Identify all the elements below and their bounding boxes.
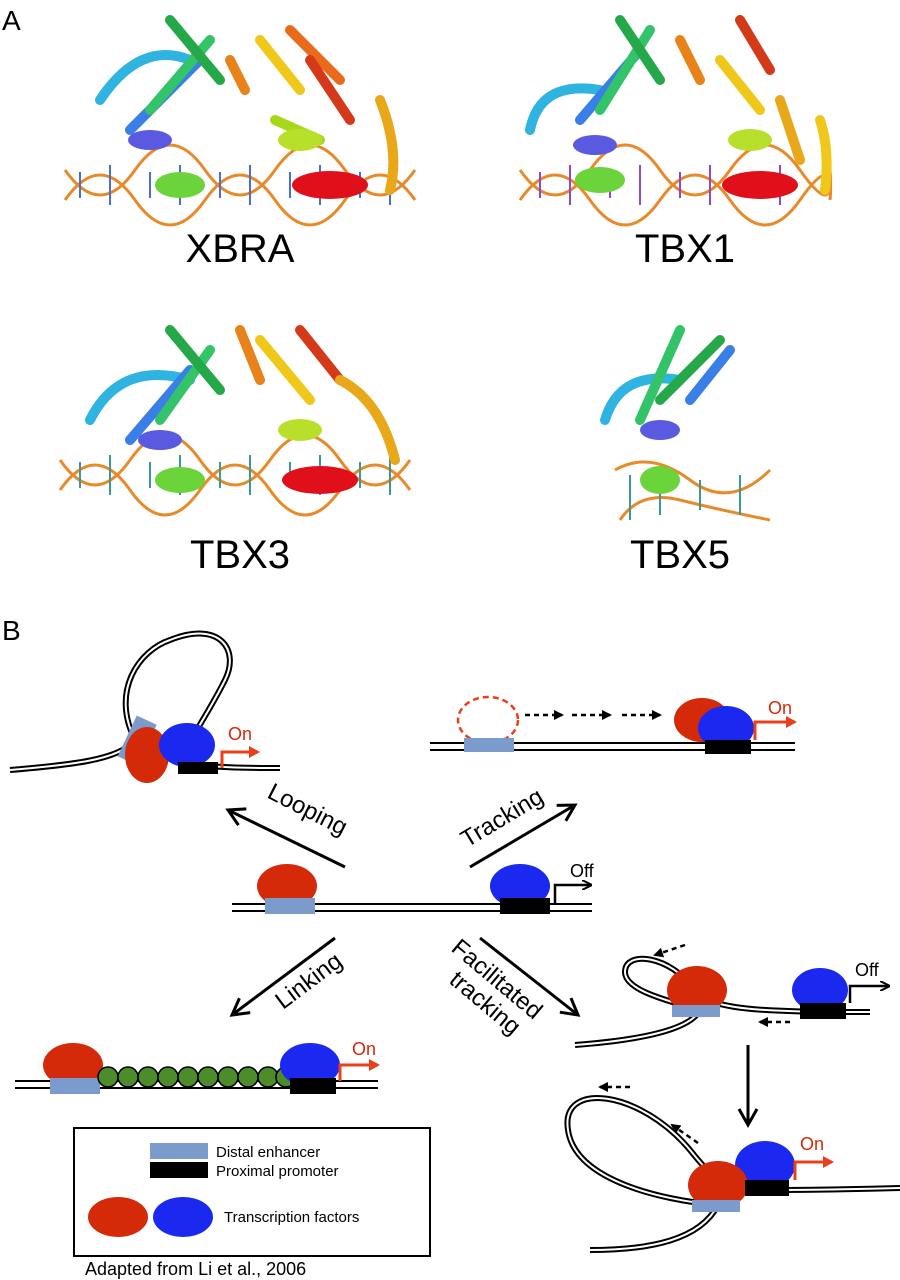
initial-state: Off	[232, 861, 595, 914]
transcription-factor-red	[257, 864, 317, 908]
legend-enhancer-swatch	[150, 1143, 208, 1159]
transcription-factor-red	[667, 966, 727, 1014]
off-arrow	[553, 885, 590, 904]
transcription-factor-blue	[159, 723, 215, 767]
protein-name-tbx5: TBX5	[630, 533, 730, 577]
facilitated-state-2: On	[564, 1082, 900, 1253]
protein-ribbon	[85, 325, 400, 465]
protein-name-xbra: XBRA	[186, 227, 295, 271]
distal-enhancer	[464, 738, 514, 752]
legend-promoter-swatch	[150, 1162, 208, 1178]
off-label: Off	[855, 960, 880, 980]
dna-helix	[614, 460, 772, 522]
transcription-factor-red	[688, 1161, 748, 1209]
protein-name-tbx1: TBX1	[635, 227, 735, 271]
structure-tbx3	[58, 325, 412, 517]
credit-line: Adapted from Li et al., 2006	[85, 1259, 306, 1279]
linking-state: On	[15, 1039, 380, 1094]
off-label: Off	[570, 861, 595, 881]
legend-box	[73, 1127, 431, 1257]
distal-enhancer	[265, 898, 315, 914]
protein-ribbon	[525, 15, 832, 195]
legend-promoter-label: Proximal promoter	[216, 1163, 339, 1180]
looping-state: On	[9, 630, 281, 783]
legend-tf-red	[88, 1197, 148, 1237]
transcription-factor-blue	[698, 706, 754, 750]
structure-tbx5	[600, 325, 772, 522]
linker-proteins	[97, 1066, 297, 1088]
transcription-factor-blue	[792, 968, 848, 1012]
dna-helix	[58, 433, 412, 517]
looped-dna	[574, 955, 871, 1048]
legend-enhancer-label: Distal enhancer	[216, 1144, 320, 1161]
on-label: On	[768, 698, 792, 718]
protein-ribbon	[600, 325, 735, 425]
looping-label: Looping	[263, 778, 351, 841]
tracking-label: Tracking	[456, 783, 548, 853]
proximal-promoter	[800, 1003, 846, 1019]
protein-name-tbx3: TBX3	[190, 533, 290, 577]
structure-xbra	[63, 15, 417, 227]
facilitated-tracking-arrow	[479, 936, 581, 1017]
panel-b-letter: B	[2, 615, 21, 646]
distal-enhancer	[692, 1200, 740, 1212]
on-arrow	[753, 716, 797, 740]
distal-enhancer	[672, 1005, 720, 1017]
transcription-factor-blue	[490, 864, 550, 908]
distal-enhancer	[50, 1078, 100, 1094]
on-arrow	[338, 1059, 380, 1081]
proximal-promoter	[745, 1180, 789, 1196]
tracking-arrow	[469, 803, 578, 869]
transcription-factor-red	[43, 1043, 103, 1087]
transcription-factor-blue	[280, 1043, 340, 1087]
legend-tf-label: Transcription factors	[224, 1209, 359, 1226]
proximal-promoter	[290, 1078, 336, 1094]
linking-arrow	[229, 936, 336, 1017]
tracking-state: On	[430, 695, 797, 754]
on-label: On	[352, 1039, 376, 1059]
on-arrow	[793, 1156, 834, 1180]
looping-arrow	[225, 807, 346, 869]
on-label: On	[800, 1134, 824, 1154]
transcription-factor-red	[125, 727, 169, 783]
panel-a-letter: A	[2, 5, 21, 36]
on-label: On	[228, 724, 252, 744]
on-arrow	[220, 746, 260, 768]
structure-tbx1	[518, 15, 833, 227]
proximal-promoter	[500, 898, 550, 914]
facilitated-state-1: Off	[574, 943, 888, 1048]
protein-ribbon	[95, 15, 399, 195]
legend: Distal enhancer Proximal promoter Transc…	[73, 1127, 431, 1257]
transcription-factor-blue	[735, 1141, 795, 1189]
off-arrow	[848, 986, 888, 1003]
legend-tf-blue	[153, 1197, 213, 1237]
mechanism-arrows	[225, 803, 581, 1017]
proximal-promoter	[705, 740, 751, 754]
proximal-promoter	[178, 762, 218, 774]
dashed-loop	[456, 695, 520, 745]
